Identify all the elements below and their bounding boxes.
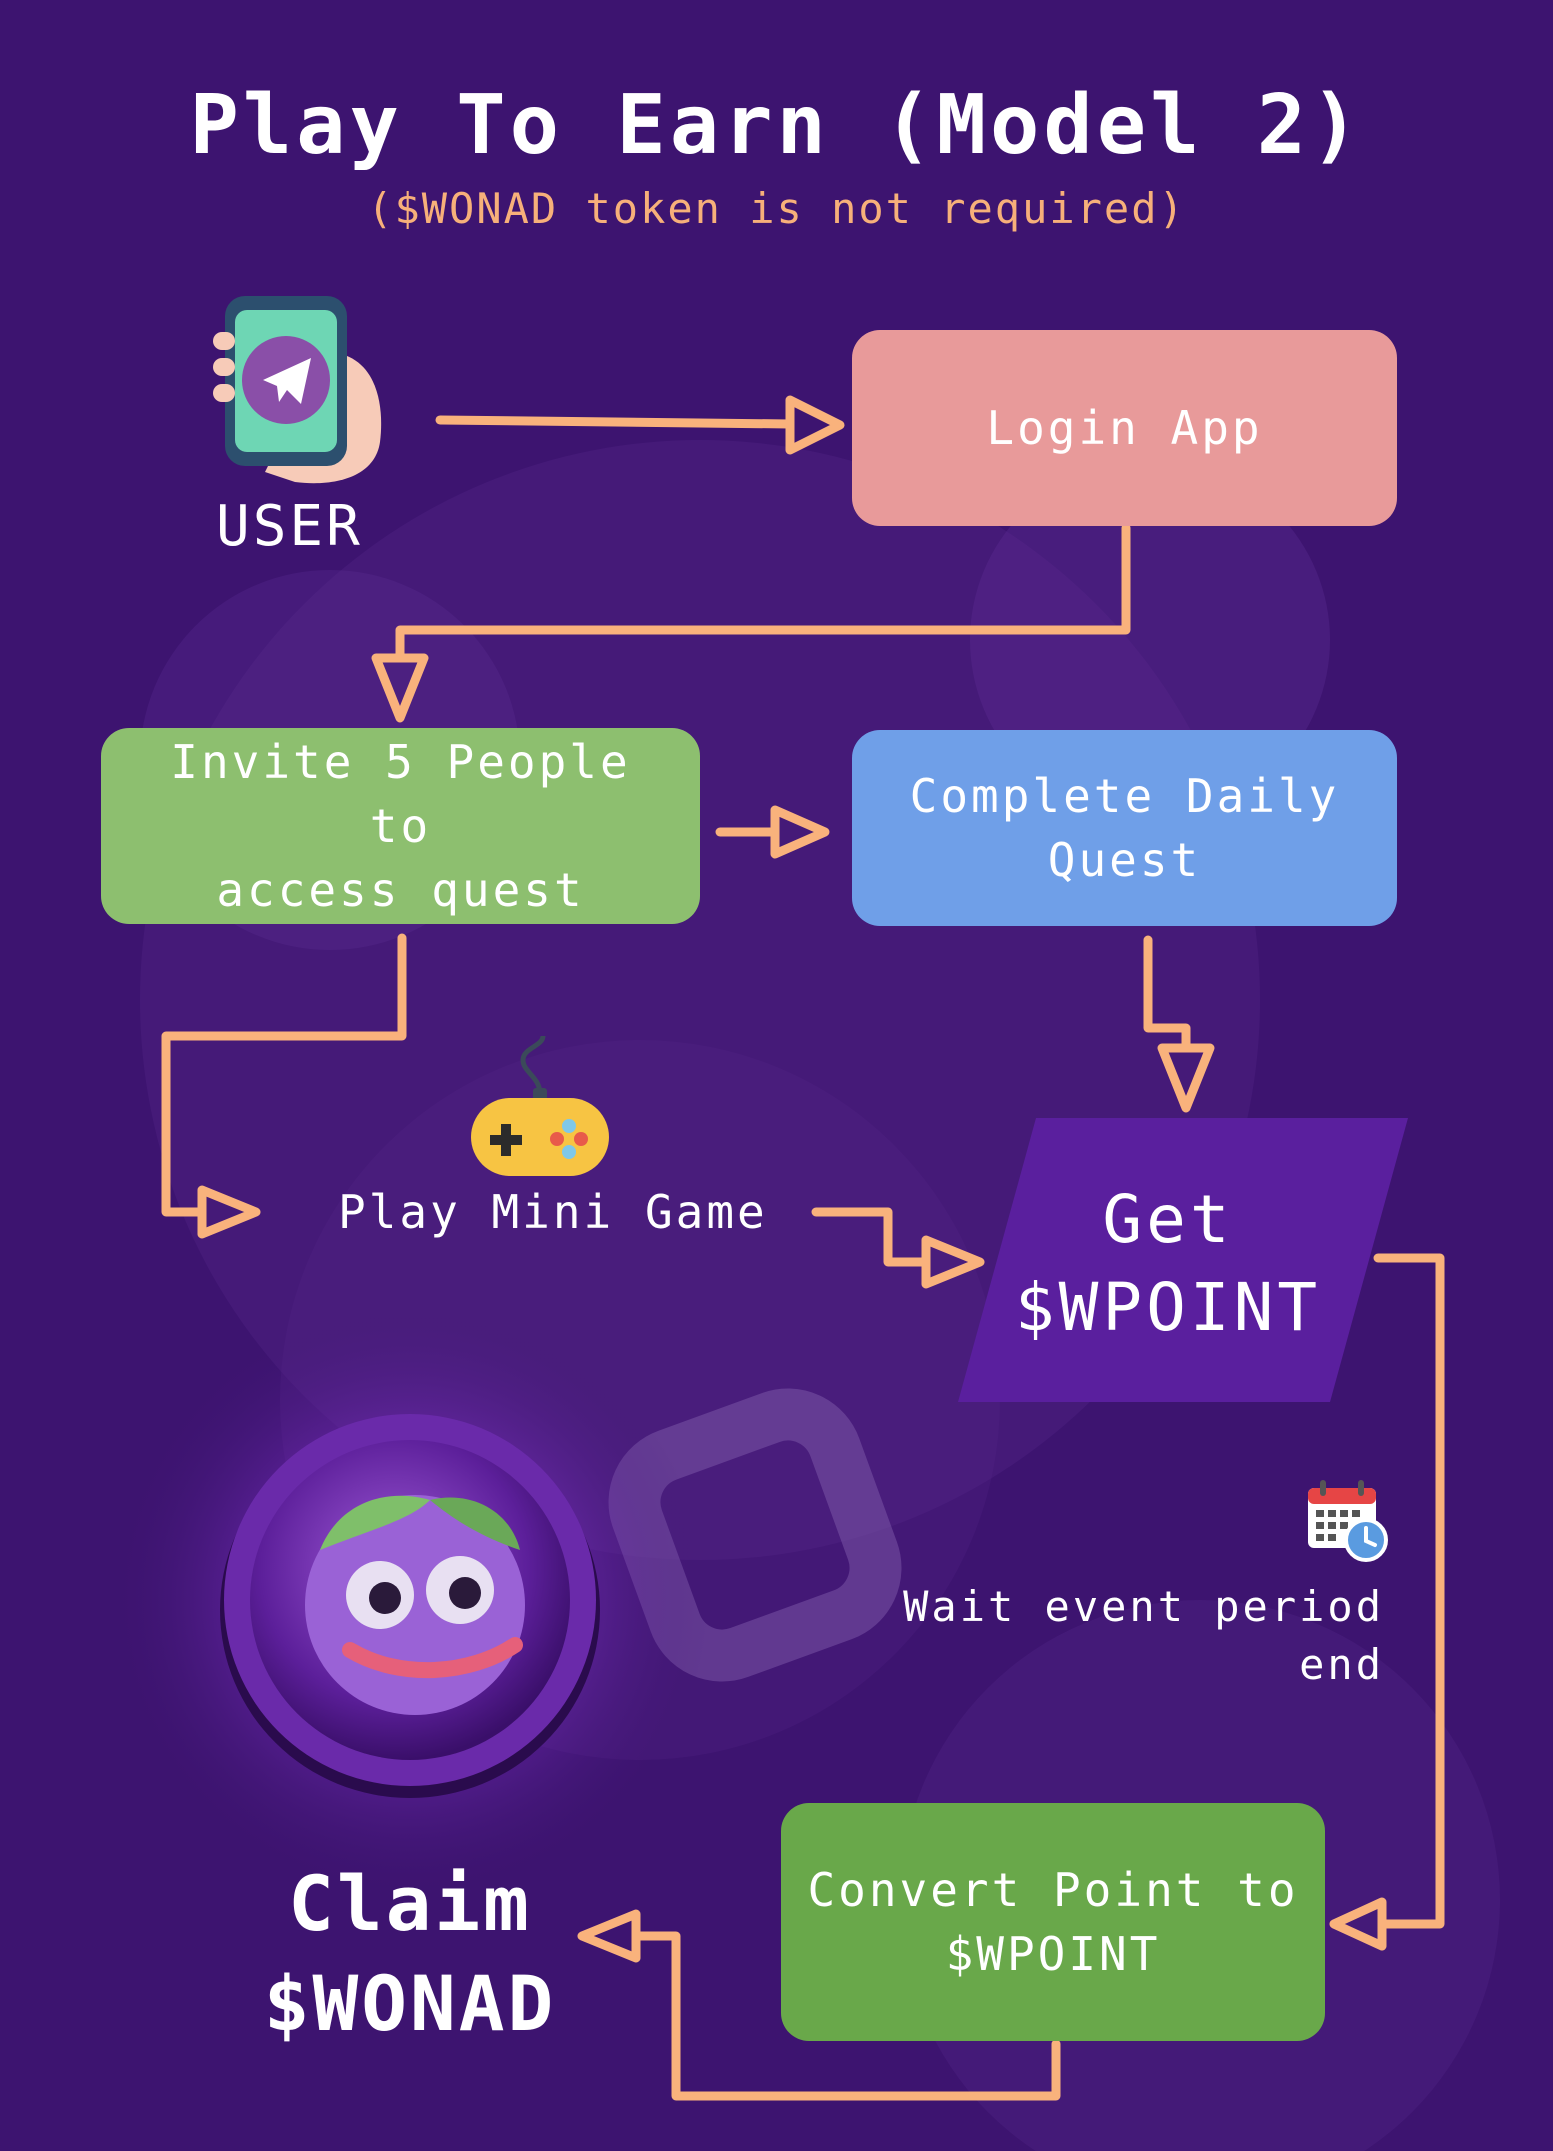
arrow-convert-to-claim [631,1931,1061,2101]
daily-quest-label-line1: Complete Daily [909,769,1340,823]
convert-point-box: Convert Point to $WPOINT [781,1803,1325,2041]
daily-quest-label-line2: Quest [1047,833,1202,887]
arrowhead-convert [1329,1897,1387,1951]
daily-quest-box: Complete Daily Quest [852,730,1397,926]
login-app-box: Login App [852,330,1397,526]
page-subtitle: ($WONAD token is not required) [367,184,1186,233]
arrowhead-get-top [1157,1043,1215,1113]
arrowhead-claim [577,1909,641,1963]
arrow-daily-to-get [1143,935,1191,1053]
arrowhead-daily [770,805,830,859]
convert-point-label-line1: Convert Point to [807,1863,1299,1917]
wait-event-label-line1: Wait event period [903,1582,1384,1631]
invite-label-line1: Invite 5 People to [170,735,631,853]
arrowhead-invite [371,653,429,723]
get-wpoint-shape [958,1118,1408,1402]
claim-wonad-node: Claim $WONAD [240,1854,580,2054]
arrow-user-to-login [435,415,795,429]
wait-event-node: Wait event period end [900,1578,1384,1694]
claim-wonad-label-line1: Claim [288,1859,532,1948]
gamepad-icon [471,1035,609,1176]
get-wpoint-node: Get $WPOINT [958,1176,1378,1352]
claim-wonad-label-line2: $WONAD [263,1959,557,2048]
page-title: Play To Earn (Model 2) [189,78,1364,173]
get-wpoint-label-line1: Get [1102,1181,1234,1258]
wait-event-label-line2: end [1299,1640,1384,1689]
arrow-get-to-convert [1373,1253,1445,1929]
wonad-coin-icon [220,1414,600,1798]
arrow-login-to-invite [395,523,1131,663]
arrowhead-get-left [921,1235,985,1289]
get-wpoint-label-line2: $WPOINT [1014,1269,1322,1346]
arrowhead-login [785,395,845,455]
arrow-play-to-get [811,1207,931,1267]
invite-box: Invite 5 People to access quest [101,728,700,924]
arrowhead-play [197,1185,261,1239]
phone-in-hand-telegram-icon [213,296,382,484]
calendar-clock-icon [1308,1480,1388,1562]
user-node [205,292,385,492]
arrow-invite-to-play [161,933,407,1217]
login-app-label: Login App [986,401,1263,455]
play-mini-game-label: Play Mini Game [338,1185,768,1239]
user-label: USER [216,494,363,559]
invite-label-line2: access quest [216,863,585,917]
convert-point-label-line2: $WPOINT [945,1927,1161,1981]
